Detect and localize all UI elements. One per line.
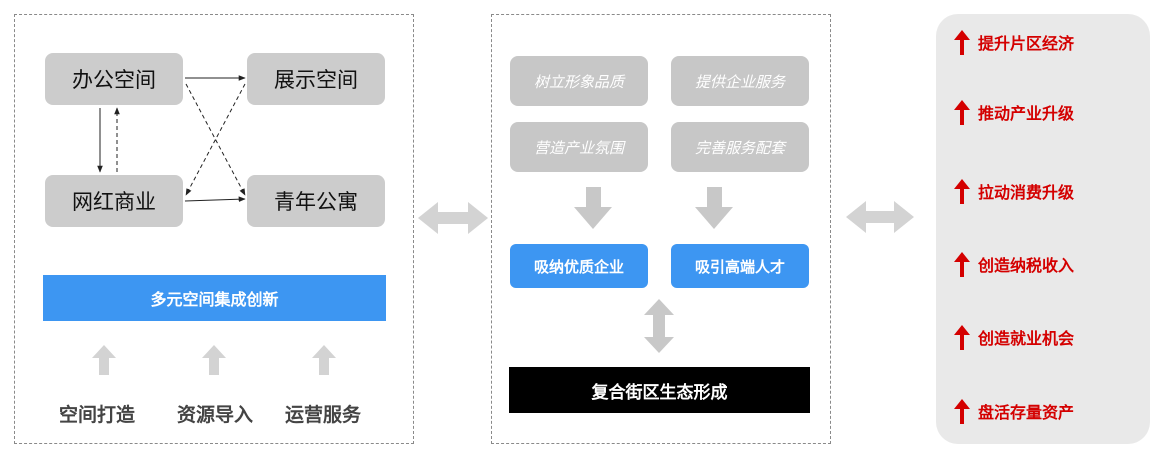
space-youth-apartment: 青年公寓 xyxy=(247,175,385,227)
impact-item: 提升片区经济 xyxy=(952,27,1074,57)
impact-label: 创造纳税收入 xyxy=(978,256,1075,275)
impact-label: 推动产业升级 xyxy=(978,104,1075,123)
up-arrow-icon xyxy=(202,345,226,375)
up-arrow-icon xyxy=(954,399,970,424)
up-arrow-icon xyxy=(954,30,970,55)
middle-panel xyxy=(491,14,831,444)
up-down-arrow-icon xyxy=(644,299,674,353)
up-arrow-icon xyxy=(954,179,970,204)
up-arrow-icon xyxy=(954,325,970,350)
impact-label: 创造就业机会 xyxy=(978,329,1075,348)
impact-item: 创造纳税收入 xyxy=(952,249,1074,279)
impact-item: 创造就业机会 xyxy=(952,322,1074,352)
impact-label: 提升片区经济 xyxy=(978,34,1075,53)
up-arrow-icon xyxy=(92,345,116,375)
source-resource-import: 资源导入 xyxy=(176,404,253,426)
outcome-bar: 复合街区生态形成 xyxy=(509,367,810,413)
impact-item: 盘活存量资产 xyxy=(952,396,1074,426)
impact-item: 推动产业升级 xyxy=(952,97,1074,127)
arrow-commerce-to-apartment xyxy=(184,196,246,203)
source-operation-service: 运营服务 xyxy=(284,404,361,426)
quality-service-facilities: 完善服务配套 xyxy=(671,122,809,172)
up-arrow-icon xyxy=(954,252,970,277)
impact-label: 盘活存量资产 xyxy=(978,403,1075,422)
space-influencer-commerce: 网红商业 xyxy=(45,175,183,227)
source-space-building: 空间打造 xyxy=(58,404,135,426)
up-arrow-icon xyxy=(312,345,336,375)
space-office: 办公空间 xyxy=(45,53,183,105)
left-panel xyxy=(14,14,414,444)
impact-label: 拉动消费升级 xyxy=(978,183,1075,202)
integration-banner: 多元空间集成创新 xyxy=(43,275,386,321)
right-panel xyxy=(936,14,1150,444)
attract-enterprises: 吸纳优质企业 xyxy=(510,244,648,288)
down-arrow-icon xyxy=(695,187,733,229)
impact-item: 拉动消费升级 xyxy=(952,176,1074,206)
attract-talent: 吸引高端人才 xyxy=(671,244,809,288)
left-right-arrow-icon xyxy=(418,202,488,234)
down-arrow-icon xyxy=(574,187,612,229)
quality-enterprise-service: 提供企业服务 xyxy=(671,56,809,106)
up-arrow-icon xyxy=(954,100,970,125)
left-right-arrow-icon xyxy=(846,201,914,233)
space-showroom: 展示空间 xyxy=(247,53,385,105)
quality-image: 树立形象品质 xyxy=(510,56,648,106)
quality-industry-atmosphere: 营造产业氛围 xyxy=(510,122,648,172)
